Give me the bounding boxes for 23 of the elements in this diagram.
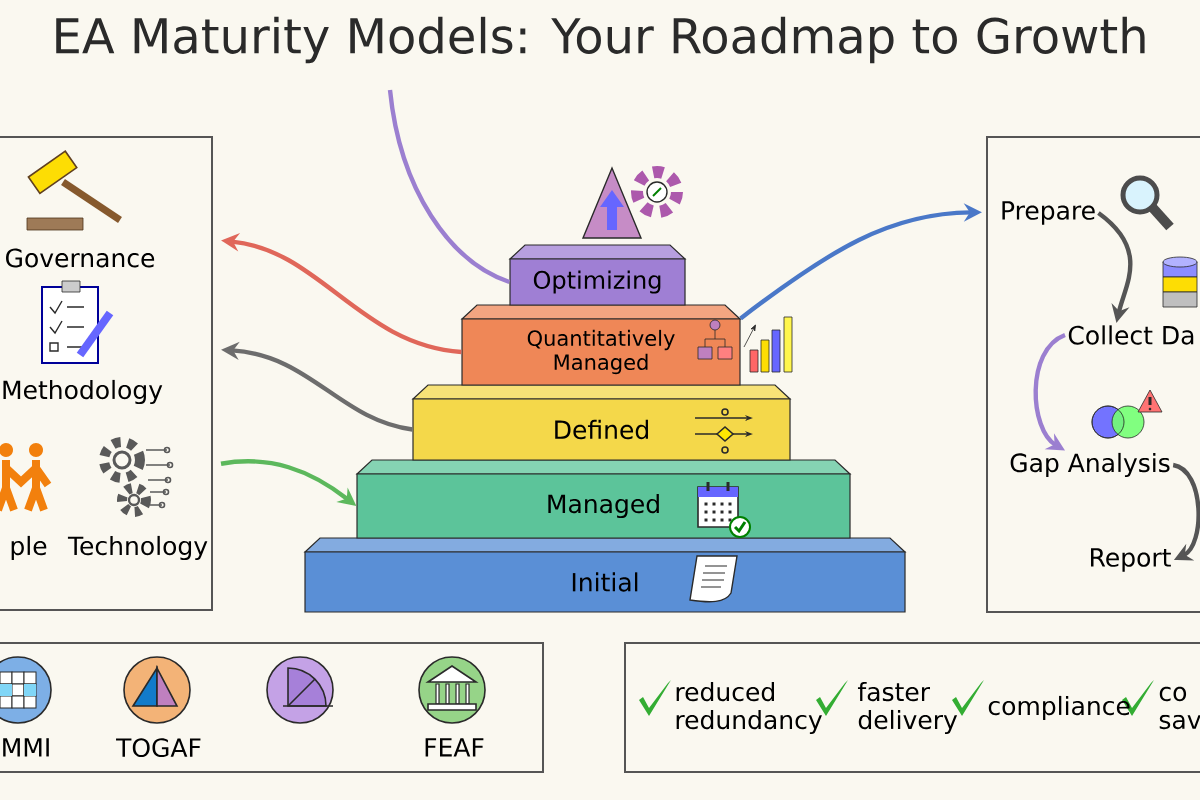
step-label: Report xyxy=(1091,548,1171,572)
step-label: Prepare xyxy=(1002,201,1095,225)
item-label: Governance xyxy=(6,248,155,268)
step-label: Gap Analysis xyxy=(1010,452,1170,478)
framework-name: MMI xyxy=(3,738,49,757)
framework-name: FEAF xyxy=(425,738,484,757)
panel-frame xyxy=(624,642,1200,773)
item-label: faster delivery xyxy=(857,681,958,735)
item-label: Methodology xyxy=(3,379,163,405)
item-label: ple xyxy=(11,535,47,561)
step-label: Collect Da xyxy=(1068,325,1194,345)
title: EA Maturity Models: Your Roadmap to Growth xyxy=(56,16,1145,64)
framework-name: TOGAF xyxy=(116,738,201,758)
panel-frame xyxy=(0,136,213,611)
connector-line xyxy=(387,89,511,285)
panel-frame xyxy=(0,642,544,773)
arrow xyxy=(1033,333,1067,451)
arrow xyxy=(1172,462,1200,561)
item-label: reduced redundancy xyxy=(676,681,822,735)
panel-frame xyxy=(986,136,1200,613)
item-label: compliance xyxy=(988,695,1130,721)
item-label: co sav xyxy=(1159,686,1200,730)
item-label: Technology xyxy=(67,535,208,561)
